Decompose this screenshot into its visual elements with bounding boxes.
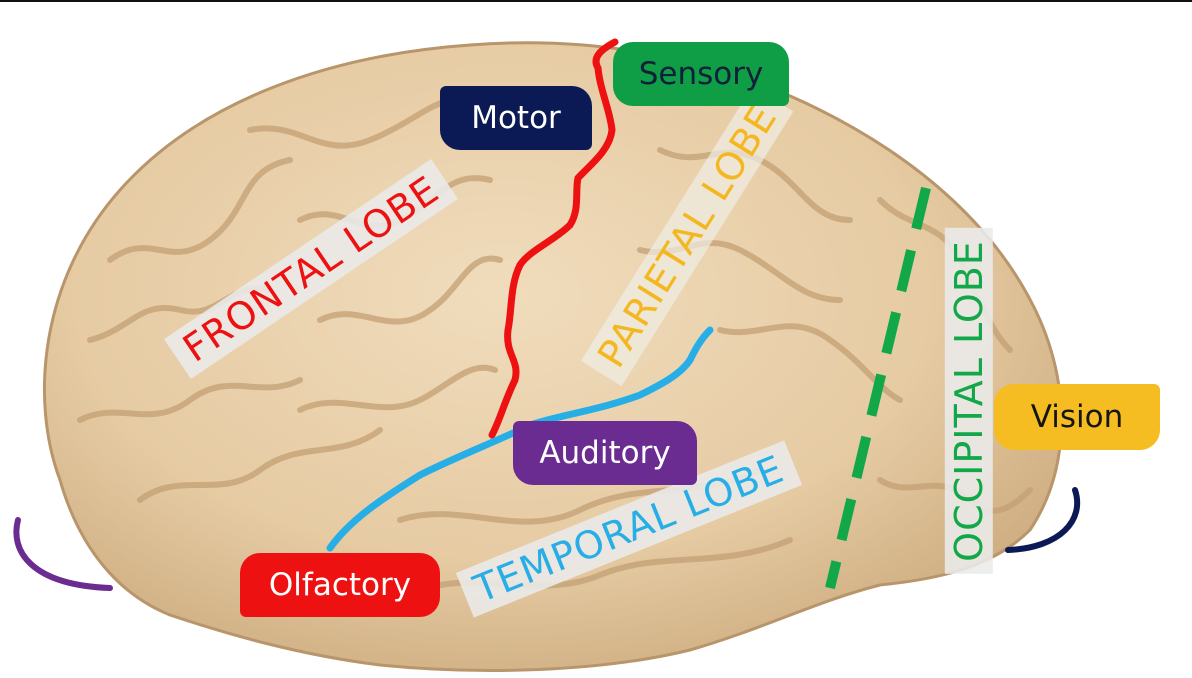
motor-tag: Motor <box>440 86 592 150</box>
vision-tag: Vision <box>994 384 1160 450</box>
auditory-tag: Auditory <box>513 421 697 485</box>
occipital-boundary-line <box>825 186 931 590</box>
occipital-lobe-label: OCCIPITAL LOBE <box>944 228 993 574</box>
lateral-sulcus-line <box>326 326 714 552</box>
navy-arc-mark <box>1005 487 1081 553</box>
top-border <box>0 0 1192 2</box>
olfactory-tag: Olfactory <box>240 553 440 617</box>
sensory-tag: Sensory <box>613 42 789 106</box>
central-sulcus-line <box>488 38 619 439</box>
purple-arc-mark <box>13 517 113 591</box>
